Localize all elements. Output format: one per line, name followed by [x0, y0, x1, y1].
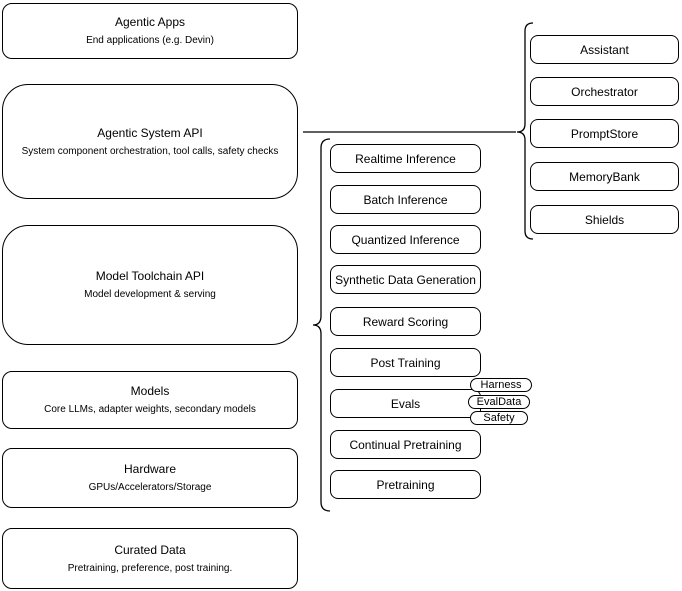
pill-harness: Harness: [470, 378, 532, 392]
node-title: Agentic System API: [97, 125, 203, 140]
node-label: Evals: [390, 396, 421, 411]
node-pretraining: Pretraining: [330, 470, 481, 499]
node-agentic-apps: Agentic Apps End applications (e.g. Devi…: [2, 3, 298, 59]
node-realtime-inference: Realtime Inference: [330, 144, 481, 173]
node-hardware: Hardware GPUs/Accelerators/Storage: [2, 448, 298, 508]
node-models: Models Core LLMs, adapter weights, secon…: [2, 371, 298, 429]
node-label: Post Training: [370, 355, 441, 370]
node-label: Realtime Inference: [355, 151, 456, 166]
node-orchestrator: Orchestrator: [530, 77, 679, 106]
node-subtitle: GPUs/Accelerators/Storage: [88, 482, 212, 493]
pill-label: EvalData: [476, 396, 522, 408]
node-label: Synthetic Data Generation: [335, 272, 476, 287]
node-title: Curated Data: [114, 542, 186, 557]
node-title: Agentic Apps: [114, 15, 186, 29]
node-evals: Evals: [330, 389, 481, 418]
node-label: Assistant: [580, 42, 629, 57]
node-promptstore: PromptStore: [530, 119, 679, 148]
node-subtitle: Core LLMs, adapter weights, secondary mo…: [44, 404, 256, 415]
node-label: Quantized Inference: [351, 232, 460, 247]
node-agentic-system-api: Agentic System API System component orch…: [2, 84, 298, 199]
node-subtitle: System component orchestration, tool cal…: [21, 145, 279, 157]
node-subtitle: Model development & serving: [84, 289, 216, 300]
node-label: Reward Scoring: [362, 314, 449, 329]
pill-label: Harness: [480, 379, 522, 391]
node-label: PromptStore: [570, 126, 639, 141]
node-label: MemoryBank: [569, 169, 640, 184]
pill-label: Safety: [483, 412, 515, 424]
node-label: Batch Inference: [363, 192, 448, 207]
node-subtitle: End applications (e.g. Devin): [86, 35, 214, 46]
node-memorybank: MemoryBank: [530, 162, 679, 191]
pill-safety: Safety: [470, 411, 528, 425]
node-assistant: Assistant: [530, 35, 679, 64]
node-continual-pretraining: Continual Pretraining: [330, 430, 481, 459]
node-subtitle: Pretraining, preference, post training.: [67, 562, 233, 574]
node-reward-scoring: Reward Scoring: [330, 307, 481, 336]
node-title: Models: [130, 384, 170, 398]
node-label: Shields: [584, 212, 625, 227]
node-synthetic-data-generation: Synthetic Data Generation: [330, 265, 481, 294]
node-batch-inference: Batch Inference: [330, 185, 481, 214]
node-curated-data: Curated Data Pretraining, preference, po…: [2, 528, 298, 589]
toolchain-bracket: [312, 138, 331, 512]
node-post-training: Post Training: [330, 348, 481, 377]
node-quantized-inference: Quantized Inference: [330, 225, 481, 254]
pill-evaldata: EvalData: [468, 395, 530, 409]
node-title: Hardware: [123, 462, 177, 476]
node-label: Pretraining: [376, 477, 435, 492]
node-label: Continual Pretraining: [349, 437, 462, 452]
node-label: Orchestrator: [571, 84, 638, 99]
node-shields: Shields: [530, 205, 679, 234]
node-model-toolchain-api: Model Toolchain API Model development & …: [2, 225, 298, 345]
node-title: Model Toolchain API: [95, 269, 205, 283]
